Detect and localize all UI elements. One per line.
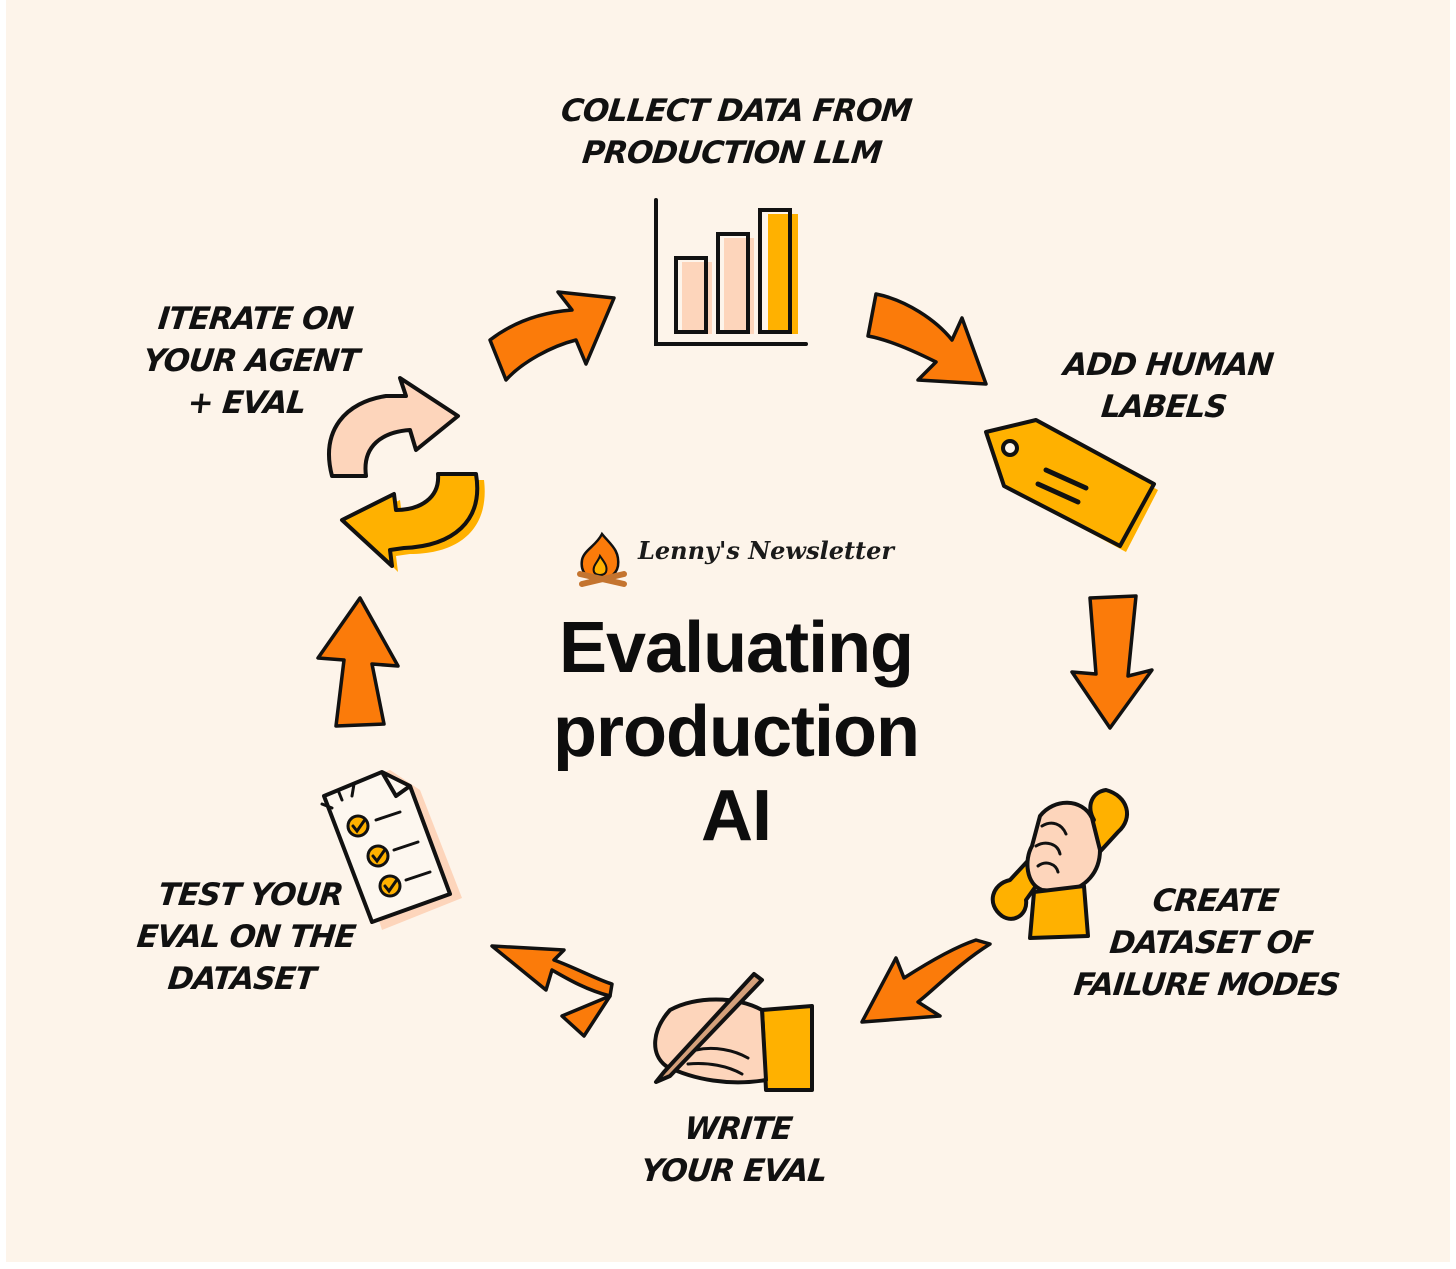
step-collect-line-2: PRODUCTION LLM [580, 135, 884, 171]
checklist-icon [320, 770, 462, 930]
step-test-line-2: EVAL ON THE [135, 919, 357, 955]
writing-hand-icon [653, 972, 814, 1092]
step-labels-line-1: ADD HUMAN [1061, 347, 1275, 383]
arrow-labels-to-dataset [1070, 594, 1154, 730]
arrow-dataset-to-write [860, 938, 992, 1024]
cycle-arrows-icon [327, 376, 485, 572]
step-collect-line-1: COLLECT DATA FROM [559, 93, 914, 129]
step-test-line-1: TEST YOUR [156, 877, 345, 913]
step-iterate-line-3: + EVAL [185, 385, 308, 421]
price-tag-icon [984, 418, 1158, 552]
brand-name: Lenny's Newsletter [638, 536, 895, 565]
step-label-dataset: CREATE DATASET OF FAILURE MODES [1059, 880, 1362, 1006]
step-iterate-line-1: ITERATE ON [156, 301, 355, 337]
step-labels-line-2: LABELS [1099, 389, 1228, 425]
arrow-test-to-iterate [316, 596, 400, 728]
title-line-2: production [553, 692, 920, 772]
step-label-write: WRITE YOUR EVAL [612, 1108, 861, 1192]
step-dataset-line-2: DATASET OF [1107, 925, 1315, 961]
step-label-test: TEST YOUR EVAL ON THE DATASET [119, 874, 372, 1000]
campfire-logo-icon [577, 531, 627, 587]
diagram-canvas: COLLECT DATA FROM PRODUCTION LLM ADD HUMA… [6, 0, 1450, 1262]
step-write-line-1: WRITE [682, 1111, 794, 1147]
step-test-line-3: DATASET [166, 961, 318, 997]
wrench-hand-icon [990, 788, 1129, 940]
bar-chart-icon [654, 198, 808, 346]
step-dataset-line-3: FAILURE MODES [1072, 967, 1342, 1003]
step-iterate-line-2: YOUR AGENT [141, 343, 361, 379]
diagram-art [316, 198, 1158, 1092]
title-line-3: AI [701, 776, 772, 856]
step-dataset-line-1: CREATE [1150, 883, 1280, 919]
arrow-collect-to-labels [866, 292, 988, 386]
step-label-labels: ADD HUMAN LABELS [1042, 344, 1291, 428]
arrow-iterate-to-collect [488, 290, 616, 382]
step-label-collect: COLLECT DATA FROM PRODUCTION LLM [550, 90, 919, 174]
step-label-iterate: ITERATE ON YOUR AGENT + EVAL [119, 298, 382, 424]
step-write-line-2: YOUR EVAL [639, 1153, 829, 1189]
arrow-write-to-test [490, 944, 614, 1038]
diagram-title: Evaluating production AI [476, 606, 996, 858]
title-line-1: Evaluating [558, 608, 914, 688]
